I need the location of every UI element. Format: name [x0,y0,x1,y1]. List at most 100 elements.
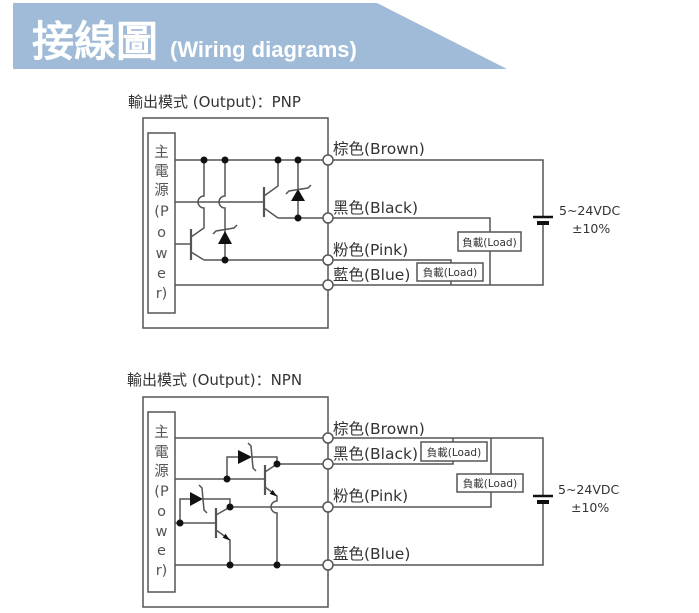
supply-voltage: 5~24VDC [558,482,620,497]
dc-supply: 5~24VDC ±10% [533,482,620,515]
header-banner: 接線圖 (Wiring diagrams) [13,3,507,69]
diode-lead-with-crossover [218,160,226,260]
power-label-char: e [157,266,166,282]
terminal-pink [322,254,334,266]
junction-dot [294,214,302,222]
terminal-brown [322,432,334,444]
power-label-char: r) [156,563,168,579]
diode-triangle-icon [291,189,305,201]
junction-dot [221,156,229,164]
collector-lead-with-crossover [190,160,205,238]
supply-tolerance: ±10% [571,500,609,515]
wire-label-black: 黑色(Black) [333,445,418,463]
load-black: 負載(Load) [420,441,488,462]
wire-label-pink: 粉色(Pink) [333,241,408,259]
load-box [457,231,522,252]
load-box [420,441,488,462]
load-label: 負載(Load) [427,447,481,459]
terminal-brown [322,154,334,166]
junction-dot [223,475,231,483]
zener-cathode-bar [212,224,238,235]
junction-dot [274,156,282,164]
power-label-char: 電 [154,445,169,461]
terminal-black [322,212,334,224]
dc-supply: 5~24VDC ±10% [533,203,621,236]
power-label-char: (P [154,204,169,220]
load-label: 負載(Load) [462,237,516,249]
load-pink: 負載(Load) [416,262,484,282]
zener-diode-pink [212,160,238,260]
load-black: 負載(Load) [457,231,522,252]
pnp-mode-label: 輸出模式 (Output)：PNP [128,93,301,111]
pnp-diagram: 輸出模式 (Output)：PNP 主 電 源 (P o w e r) [128,93,621,329]
emitter-lead [215,529,231,565]
junction-dot [273,561,281,569]
zener-diode-black [226,442,278,479]
supply-tolerance: ±10% [572,221,610,236]
junction-dot [176,519,184,527]
junction-dot [200,156,208,164]
junction-dot [226,561,234,569]
power-label-char: o [157,225,166,241]
power-label: 主 電 源 (P o w e r) [154,424,169,579]
transistor-black-output [175,160,279,219]
power-label-char: e [157,543,166,559]
wire-label-blue: 藍色(Blue) [333,545,410,563]
banner-title-en: (Wiring diagrams) [170,37,357,62]
terminal-blue [322,279,334,291]
terminal-blue [322,559,334,571]
junction-dot [221,256,229,264]
power-label-char: 源 [154,463,169,480]
diode-triangle-icon [190,492,203,506]
sensor-housing [142,117,329,329]
transistor-pink-output [175,160,205,261]
wire-label-blue: 藍色(Blue) [333,266,410,284]
diode-triangle-icon [218,231,232,244]
power-label-char: o [157,504,166,520]
wire-label-brown: 棕色(Brown) [333,140,425,158]
zener-diode-pink [179,484,231,523]
blue-wire-external [333,223,544,286]
npn-diagram: 輸出模式 (Output)：NPN 主 電 源 (P o w e r) [127,371,620,608]
sensor-housing [142,396,329,608]
power-label: 主 電 源 (P o w e r) [154,144,169,302]
load-box [416,262,484,282]
emitter-lead-with-crossover [264,486,278,565]
brown-wire-external [333,159,544,217]
power-label-char: (P [154,484,169,500]
pink-wire-external [333,438,492,508]
junction-dot [226,503,234,511]
emitter-arrow-icon [222,533,230,541]
power-block [147,411,176,593]
emitter-arrow-icon [269,489,277,497]
power-label-char: 主 [154,144,169,161]
power-label-char: 源 [154,182,169,199]
power-block [147,132,176,314]
zener-cathode-bar [285,184,312,195]
supply-voltage: 5~24VDC [559,203,621,218]
diode-triangle-icon [238,450,252,464]
collector-lead [263,160,279,197]
power-label-char: 電 [154,164,169,180]
emitter-lead [263,207,279,219]
zener-diode-black [285,160,312,218]
brown-wire-external [333,437,544,496]
banner-title-cjk: 接線圖 [32,17,158,66]
load-label: 負載(Load) [423,267,477,279]
banner-background [13,3,507,69]
wire-label-brown: 棕色(Brown) [333,420,425,438]
wire-label-pink: 粉色(Pink) [333,487,408,505]
zener-cathode-bar [198,484,208,514]
npn-mode-label: 輸出模式 (Output)：NPN [127,371,302,389]
power-label-char: w [156,524,168,540]
emitter-lead [190,251,205,261]
terminal-pink [322,501,334,513]
terminal-black [322,458,334,470]
load-pink: 負載(Load) [456,473,524,493]
power-label-char: r) [156,286,168,302]
load-box [456,473,524,493]
load-label: 負載(Load) [463,478,517,490]
blue-wire-external [333,502,544,566]
black-wire-external [333,217,491,285]
